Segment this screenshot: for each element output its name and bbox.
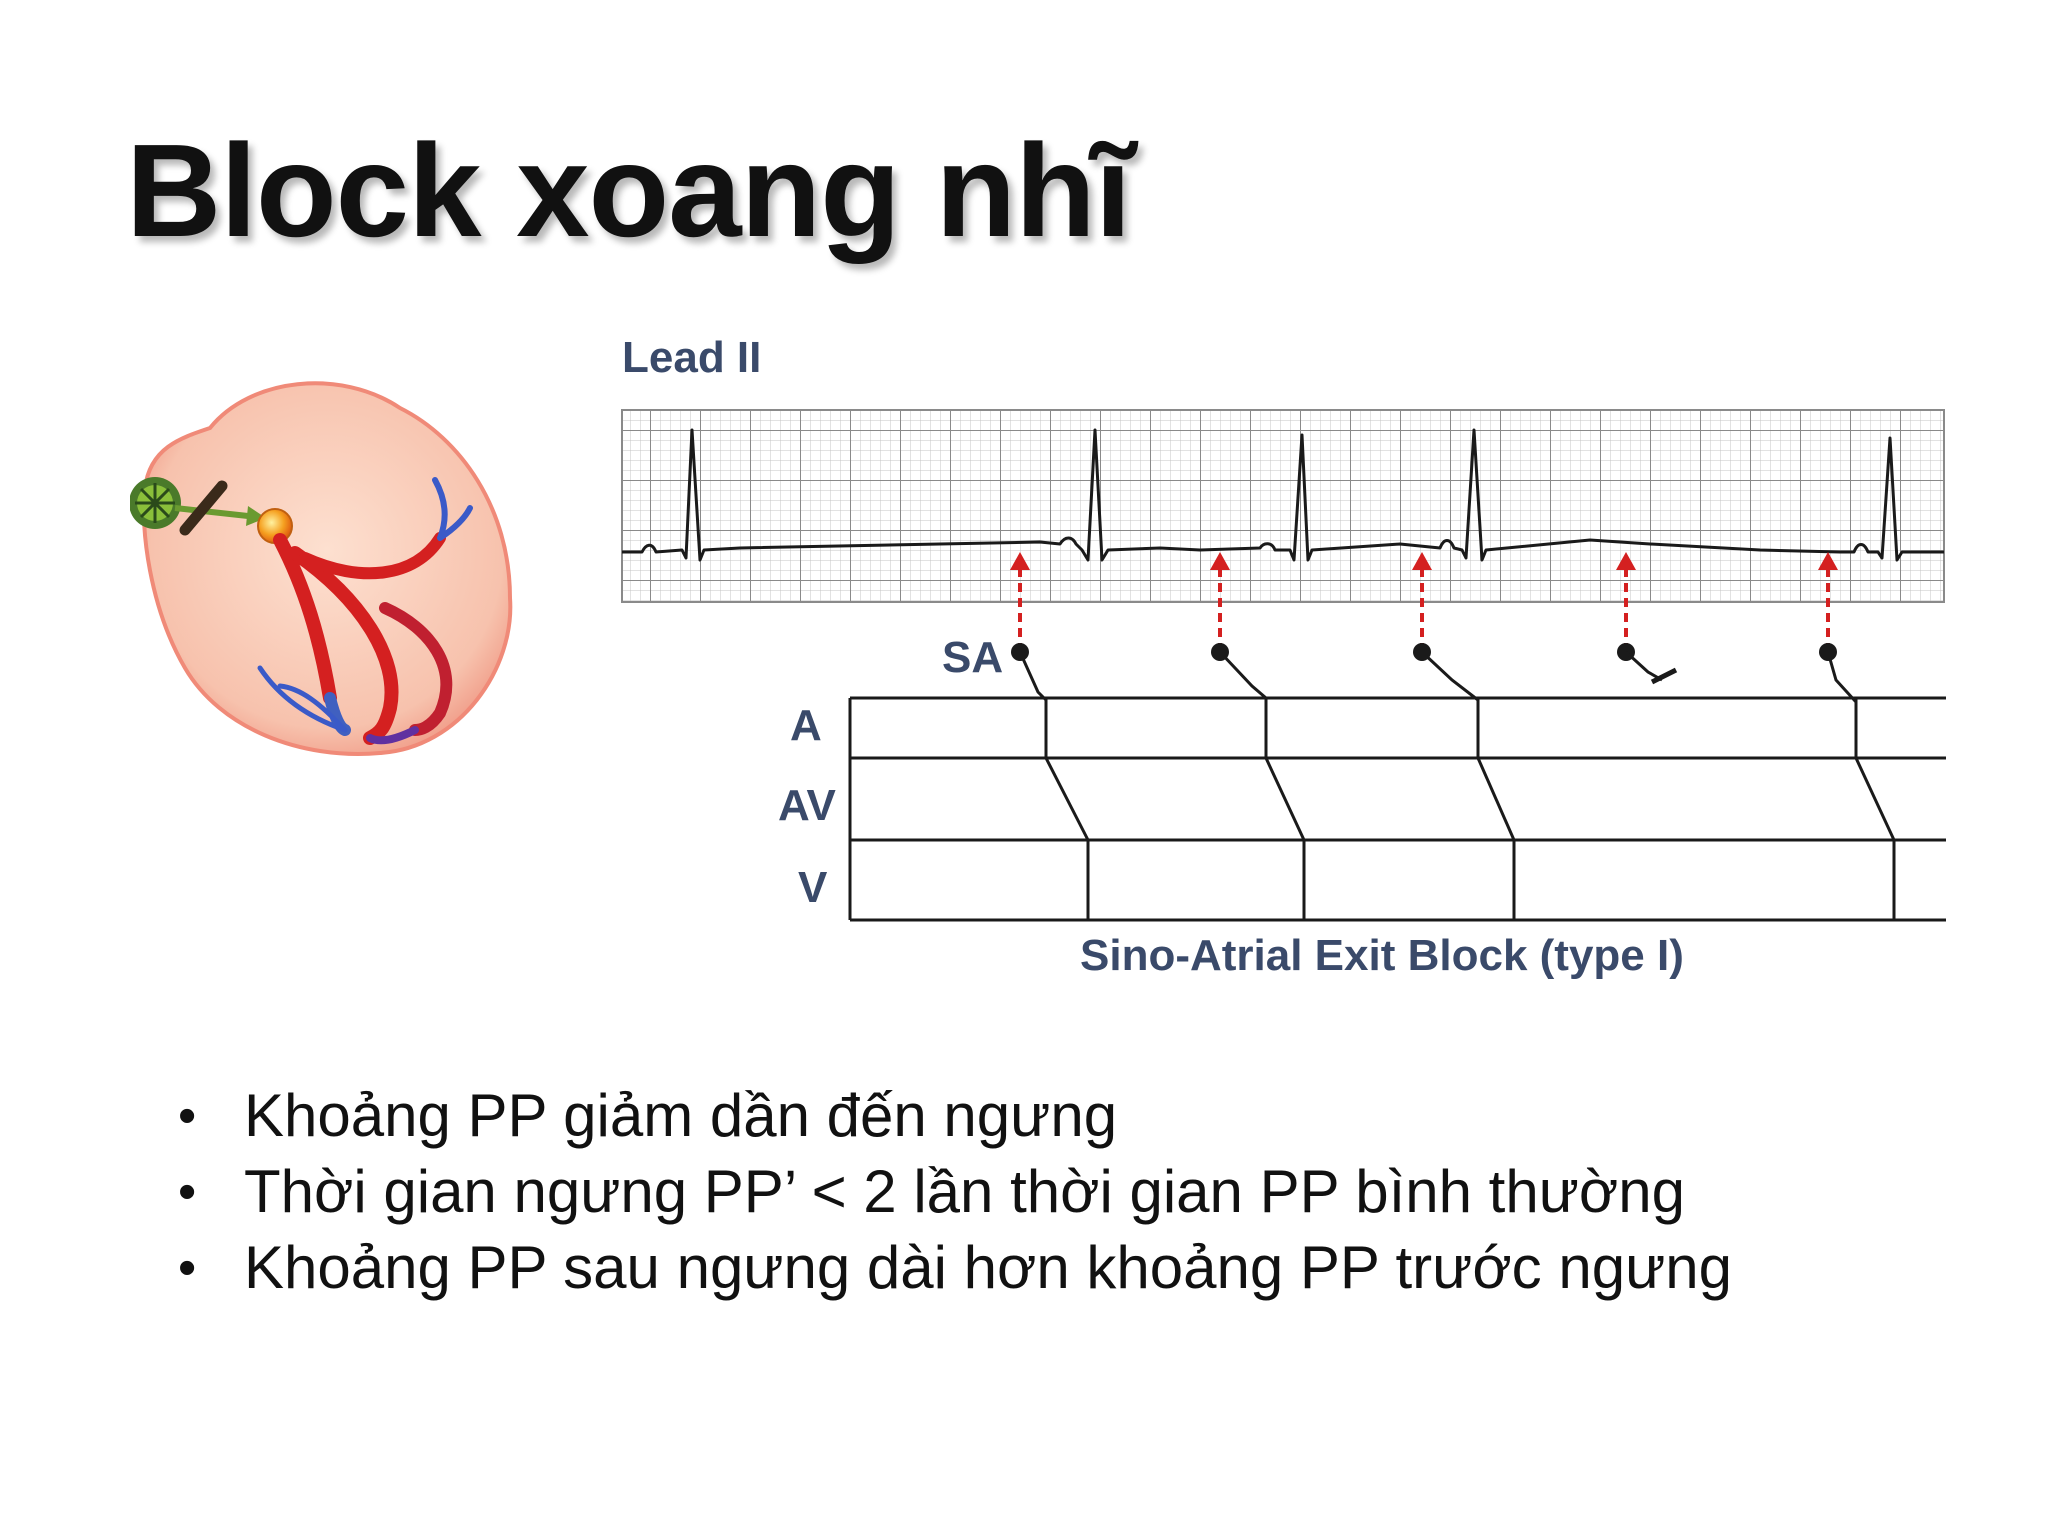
bullet-text: Khoảng PP giảm dần đến ngưng (244, 1082, 1118, 1149)
bullet-list: • Khoảng PP giảm dần đến ngưng • Thời gi… (176, 1078, 1732, 1306)
ladder-frame (848, 696, 1946, 922)
ecg-grid (621, 409, 1945, 603)
arrow-heads (1010, 552, 1838, 570)
ladder-conduction-lines (1044, 698, 1896, 920)
blocked-impulse-bar (1650, 667, 1678, 685)
row-label-a: A (790, 701, 822, 750)
bullet-item: • Thời gian ngưng PP’ < 2 lần thời gian … (176, 1154, 1732, 1230)
bullet-text: Thời gian ngưng PP’ < 2 lần thời gian PP… (244, 1158, 1685, 1225)
ecg-trace (622, 428, 1944, 562)
sa-impulse-arrows (1018, 562, 1830, 652)
bullet-item: • Khoảng PP giảm dần đến ngưng (176, 1078, 1732, 1154)
row-label-av: AV (778, 781, 837, 830)
bullet-dot-icon: • (178, 1163, 197, 1221)
slide-title: Block xoang nhĩ (126, 117, 1131, 264)
ecg-ladder-diagram: Lead II SA A AV V (621, 333, 1946, 980)
sa-label: SA (942, 633, 1003, 682)
bullet-dot-icon: • (178, 1087, 197, 1145)
sa-block-bar-icon (179, 480, 228, 536)
sa-node-icon (130, 477, 181, 529)
sa-atrial-conduction (1018, 650, 1858, 704)
heart-conduction-icon (130, 381, 513, 756)
bullet-text: Khoảng PP sau ngưng dài hơn khoảng PP tr… (244, 1234, 1732, 1301)
bullet-dot-icon: • (178, 1239, 197, 1297)
lead-label: Lead II (622, 333, 761, 382)
diagram-caption: Sino-Atrial Exit Block (type I) (1080, 931, 1684, 980)
row-label-v: V (798, 863, 828, 912)
bullet-item: • Khoảng PP sau ngưng dài hơn khoảng PP … (176, 1230, 1732, 1306)
